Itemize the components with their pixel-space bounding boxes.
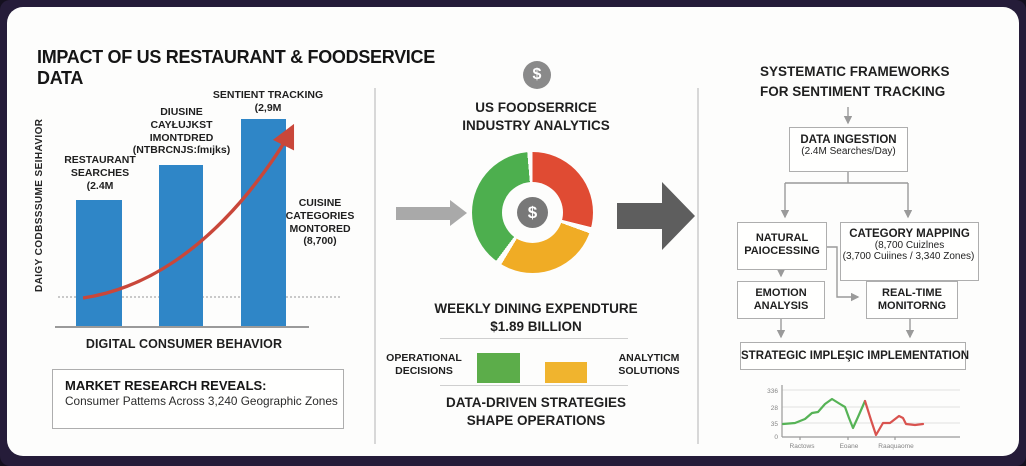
annotation-cuisine-categories: CUISINE CATEGORIES MONTORED (8,700) [285, 197, 355, 248]
market-research-box: MARKET RESEARCH REVEALS: Consumer Pattem… [52, 369, 344, 429]
mini-chart-xtick: Raaquaome [878, 443, 914, 450]
flow-box-category-mapping: CATEGORY MAPPING (8,700 Cuizlnes (3,700 … [840, 222, 979, 281]
bar [76, 200, 122, 327]
donut-chart: $ [472, 152, 593, 273]
mini-line-chart: 336 28 35 0 Ractows Eoane Raaquaome [767, 385, 960, 450]
category-mapping-line3: (3,700 Cuiines / 3,340 Zones) [842, 251, 975, 262]
page-title: IMPACT OF US RESTAURANT & FOODSERVICE DA… [37, 47, 435, 88]
x-axis-line [55, 326, 309, 328]
dollar-glyph: $ [532, 66, 542, 83]
red-trend-line [863, 399, 925, 437]
middle-footer: DATA-DRIVEN STRATEGIES SHAPE OPERATIONS [445, 395, 626, 428]
flow-arrow-out-of-donut-head [662, 182, 695, 250]
bar-label-cuisine-monitored: DIUSINE CAYŁUJKST IMONTDRED (NTBRCNJS:ſm… [132, 106, 231, 157]
bar-label-restaurant-searches: RESTAURANT SEARCHES (2.4M [64, 154, 136, 192]
legend-label-analytics: ANALYTICM SOLUTIONS [618, 352, 680, 377]
bar [241, 119, 286, 327]
bar [159, 165, 203, 327]
legend-divider-bottom [440, 385, 628, 386]
section-divider-right [697, 88, 699, 444]
legend-swatch-green [477, 353, 520, 383]
category-mapping-line2: (8,700 Cuizlnes [874, 240, 945, 251]
flow-box-realtime-monitoring: REAL-TIME MONITORNG [866, 281, 958, 319]
mini-chart-ytick: 35 [771, 421, 779, 428]
dollar-icon: $ [523, 61, 551, 89]
data-ingestion-title: DATA INGESTION [800, 134, 897, 146]
flow-box-strategic-implementation: STRATEGIC IMPLEŞIC IMPLEMENTATION [740, 342, 969, 370]
mini-chart-ytick: 336 [767, 388, 778, 395]
flow-box-data-ingestion: DATA INGESTION (2.4M Searches/Day) [789, 127, 908, 172]
mini-chart-xtick: Ractows [790, 443, 816, 450]
market-box-title: MARKET RESEARCH REVEALS: [65, 378, 267, 393]
dollar-glyph: $ [527, 203, 538, 222]
green-trend-line [781, 397, 867, 430]
flow-box-natural-processing: NATURAL PAIOCESSING [737, 222, 827, 270]
market-box-subtitle: Consumer Pattems Across 3,240 Geographic… [65, 394, 338, 408]
flow-arrow-into-donut [396, 207, 450, 220]
middle-heading: US FOODSERRICE INDUSTRY ANALYTICS [462, 100, 610, 133]
legend-swatch-yellow [545, 362, 587, 383]
legend-label-operational: OPERATIONAL DECISIONS [386, 352, 462, 377]
mini-chart-ytick: 0 [774, 434, 778, 441]
flow-arrow-into-donut-head [450, 200, 467, 226]
expenditure-text: WEEKLY DINING EXPENDTURE $1.89 BILLION [434, 301, 638, 335]
flow-arrow-out-of-donut [617, 203, 662, 229]
legend-divider-top [440, 338, 628, 339]
data-ingestion-subtitle: (2.4M Searches/Day) [801, 146, 896, 157]
mini-chart-xtick: Eoane [840, 443, 859, 450]
category-mapping-title: CATEGORY MAPPING [849, 228, 970, 240]
x-axis-title: DIGITAL CONSUMER BEHAVIOR [85, 337, 283, 351]
flow-box-emotion-analysis: EMOTION ANALYSIS [737, 281, 825, 319]
mini-chart-ytick: 28 [771, 405, 779, 412]
bar-label-sentient-tracking: SENTIENT TRACKING (2,9M [212, 89, 324, 114]
y-axis-label: DAIGY CODBSSSUME SEIHAVIOR [34, 118, 45, 292]
section-divider-left [374, 88, 376, 444]
donut-center-dollar-icon: $ [517, 197, 548, 228]
right-heading: SYSTEMATIC FRAMEWORKS FOR SENTIMENT TRAC… [760, 64, 950, 99]
